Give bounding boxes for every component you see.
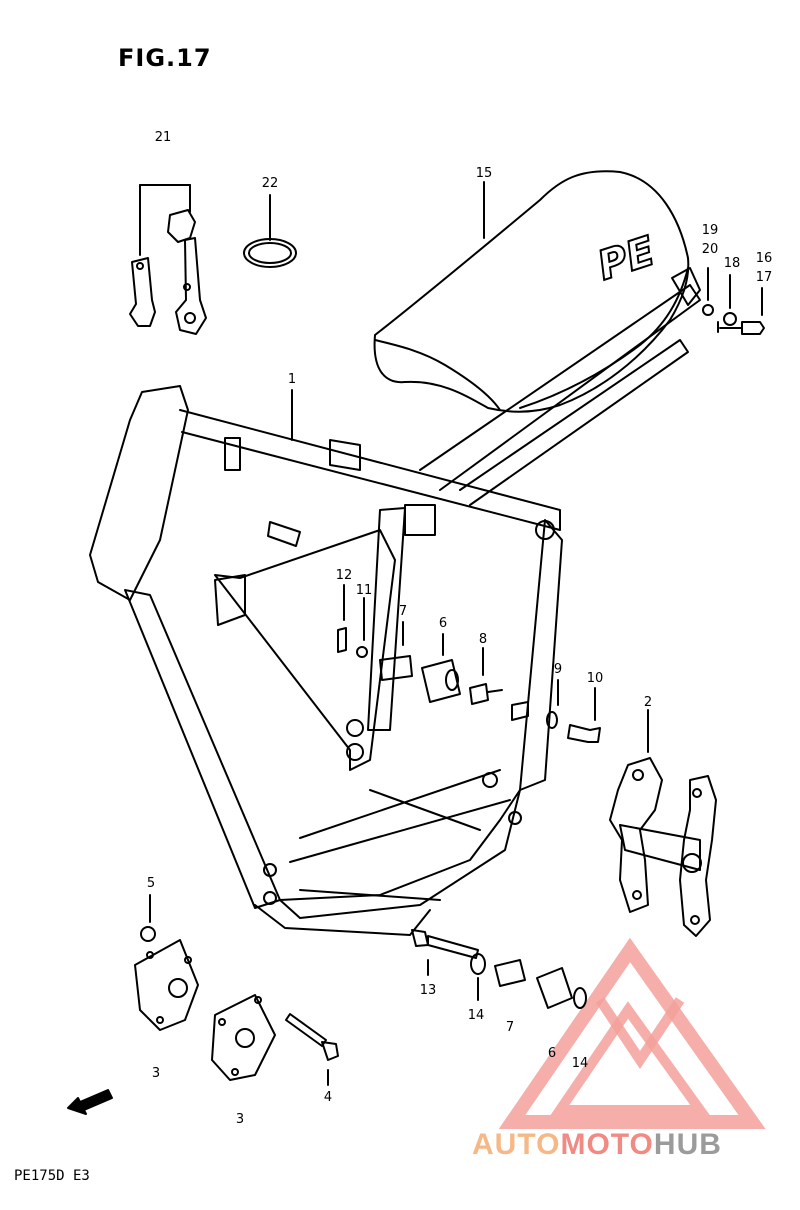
fwd-arrow — [67, 1089, 113, 1115]
watermark-logo — [498, 937, 766, 1129]
seat-fasteners — [702, 267, 765, 335]
watermark-part-hub: HUB — [653, 1128, 722, 1161]
figure-title: FIG.17 — [118, 44, 212, 72]
callout-6-upper: 6 — [438, 616, 448, 631]
watermark-part-moto: MOTO — [560, 1128, 654, 1161]
watermark-text: AUTOMOTOHUB — [472, 1128, 722, 1162]
callout-10: 10 — [586, 671, 604, 686]
callout-14-right: 14 — [571, 1056, 589, 1071]
lower-mount-parts — [134, 894, 587, 1086]
callout-17: 17 — [755, 270, 773, 285]
callout-3-right: 3 — [235, 1112, 245, 1127]
callout-21: 21 — [154, 130, 172, 145]
callout-18: 18 — [723, 256, 741, 271]
callout-13: 13 — [419, 983, 437, 998]
part-15-seat — [373, 170, 701, 413]
callout-16: 16 — [755, 251, 773, 266]
model-code: PE175D E3 — [14, 1168, 90, 1184]
callout-5: 5 — [146, 876, 156, 891]
callout-7-lower: 7 — [505, 1020, 515, 1035]
upper-mount-parts — [337, 584, 601, 743]
callout-15: 15 — [475, 166, 493, 181]
callout-22: 22 — [261, 176, 279, 191]
callout-7-upper: 7 — [398, 604, 408, 619]
callout-3-left: 3 — [151, 1066, 161, 1081]
callout-19: 19 — [701, 223, 719, 238]
part-21-bracket — [129, 184, 207, 335]
callout-1: 1 — [287, 372, 297, 387]
callout-20: 20 — [701, 242, 719, 257]
callout-12: 12 — [335, 568, 353, 583]
callout-2: 2 — [643, 695, 653, 710]
part-22-o-ring — [243, 194, 297, 268]
callout-4: 4 — [323, 1090, 333, 1105]
callout-11: 11 — [355, 583, 373, 598]
callout-6-lower: 6 — [547, 1046, 557, 1061]
watermark-part-auto: AUTO — [472, 1128, 561, 1161]
callout-14-left: 14 — [467, 1008, 485, 1023]
callout-9: 9 — [553, 662, 563, 677]
part-2-mount-plate — [609, 709, 717, 937]
callout-8: 8 — [478, 632, 488, 647]
